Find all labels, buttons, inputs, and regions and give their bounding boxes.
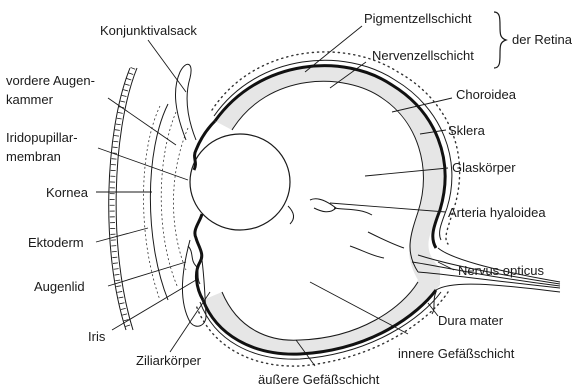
- label-ektoderm: Ektoderm: [28, 235, 84, 250]
- label-pigmentzellschicht: Pigmentzellschicht: [364, 11, 472, 26]
- lens-vesicle: [190, 134, 290, 230]
- retina-brace: [494, 12, 506, 68]
- pupillary-membrane-line: [161, 112, 178, 288]
- anterior-chamber-line: [173, 128, 188, 270]
- label-augenlid: Augenlid: [34, 279, 85, 294]
- ectoderm-inner: [116, 68, 137, 330]
- label-iris: Iris: [88, 329, 106, 344]
- label-choroidea: Choroidea: [456, 87, 517, 102]
- label-vordere-augenkammer-line2: kammer: [6, 92, 54, 107]
- label-vordere-augenkammer-line1: vordere Augen-: [6, 73, 95, 88]
- vitreous-strand-2: [368, 232, 404, 248]
- vitreous-strand-3: [350, 246, 384, 258]
- label-arteria-hyaloidea: Arteria hyaloidea: [448, 205, 546, 220]
- label-aeussere-gefaessschicht: äußere Gefäßschicht: [258, 372, 380, 387]
- hyaloid-artery: [334, 208, 372, 215]
- label-iridopupillarmembran-line2: membran: [6, 149, 61, 164]
- label-der-retina: der Retina: [512, 32, 573, 47]
- label-iridopupillarmembran-line1: Iridopupillar-: [6, 130, 78, 145]
- upper-eyelid-fold: [175, 64, 196, 140]
- label-konjunktivalsack: Konjunktivalsack: [100, 23, 197, 38]
- label-nervenzellschicht: Nervenzellschicht: [372, 48, 474, 63]
- label-nervus-opticus: Nervus opticus: [458, 263, 544, 278]
- label-ziliarkoerper: Ziliarkörper: [136, 353, 202, 368]
- label-dura-mater: Dura mater: [438, 313, 504, 328]
- label-glaskoerper: Glaskörper: [452, 160, 516, 175]
- vitreous-strand: [288, 206, 294, 224]
- label-kornea: Kornea: [46, 185, 89, 200]
- ectoderm-outer: [109, 68, 130, 330]
- hyaloid-artery-branch: [310, 199, 336, 212]
- ectoderm-hatch: [112, 68, 133, 330]
- label-sklera: Sklera: [448, 123, 486, 138]
- label-innere-gefaessschicht: innere Gefäßschicht: [398, 346, 515, 361]
